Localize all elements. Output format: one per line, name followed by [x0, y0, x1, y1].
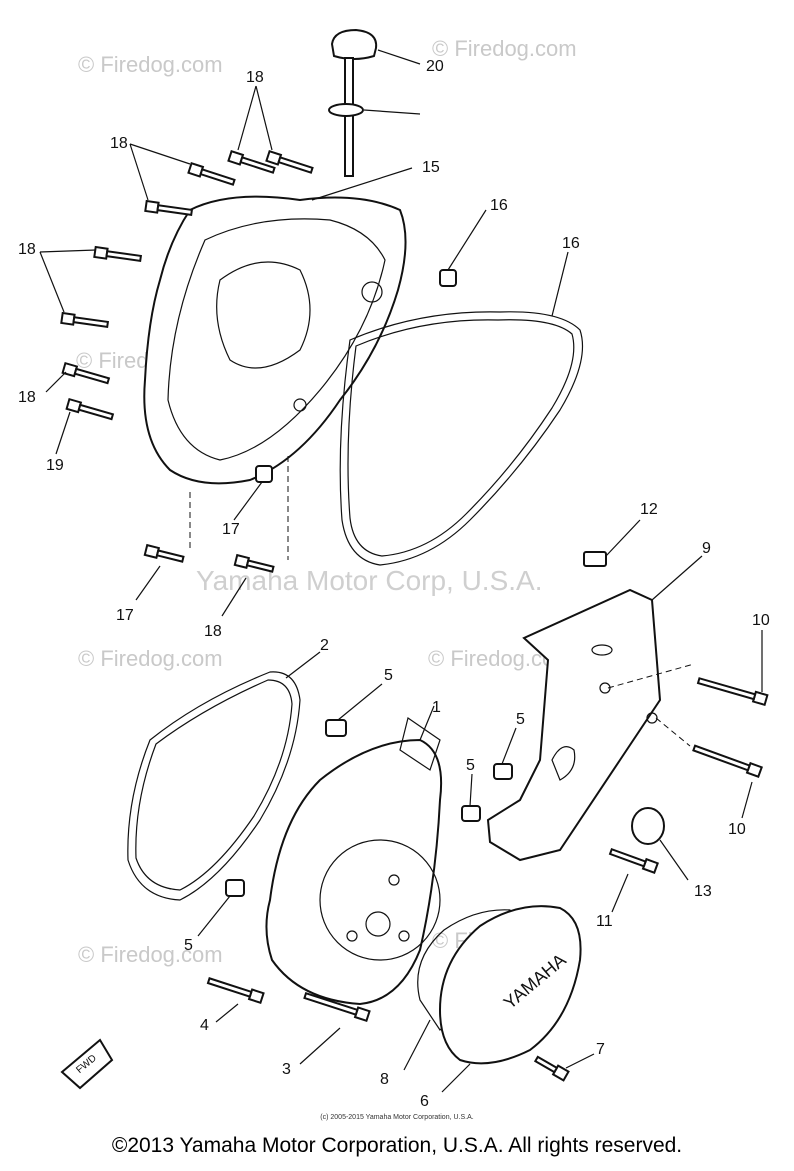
footer-copyright: ©2013 Yamaha Motor Corporation, U.S.A. A… — [111, 1134, 683, 1157]
label-9: 9 — [702, 540, 711, 557]
label-3: 3 — [282, 1061, 291, 1078]
watermark-site: © Firedog.com — [78, 52, 223, 77]
part-1-generator-cover — [265, 705, 443, 1006]
part-5-dowels — [197, 683, 517, 937]
label-7: 8 — [380, 1071, 389, 1088]
label-16b: 17 — [222, 521, 240, 538]
part-2-gasket — [127, 651, 321, 901]
part-9-bracket — [486, 519, 703, 862]
label-5d: 5 — [184, 937, 193, 954]
label-16a: 16 — [490, 197, 508, 214]
part-18-bolts — [39, 85, 314, 455]
label-8: 7 — [596, 1041, 605, 1058]
label-1: 1 — [432, 699, 441, 716]
label-14: 15 — [422, 159, 440, 176]
part-11-bolt — [608, 847, 659, 913]
part-4-bolt — [206, 977, 265, 1023]
part-6-outer-cover: YAMAHA — [438, 905, 582, 1093]
label-18a: 18 — [246, 69, 264, 86]
label-18c: 18 — [18, 241, 36, 258]
label-4: 4 — [200, 1017, 209, 1034]
part-19-oil-cap — [330, 28, 421, 177]
watermarks: © Firedog.com © Firedog.com © Firedog.co… — [76, 36, 577, 967]
label-5c: 5 — [466, 757, 475, 774]
label-18d: 18 — [18, 389, 36, 406]
watermark-site: © Firedog.com — [78, 942, 223, 967]
label-6: 6 — [420, 1093, 429, 1110]
label-10b: 10 — [728, 821, 746, 838]
part-8-bolt — [533, 1053, 595, 1082]
part-13-plug — [631, 807, 689, 881]
label-5b: 5 — [516, 711, 525, 728]
label-15: 16 — [562, 235, 580, 252]
part-3-bolt — [299, 991, 371, 1065]
watermark-corp: Yamaha Motor Corp, U.S.A. — [196, 565, 543, 596]
fwd-arrow-icon: FWD — [60, 1038, 114, 1090]
part-16-dowels — [233, 209, 487, 521]
label-11: 11 — [596, 913, 613, 930]
label-13: 13 — [694, 883, 712, 900]
label-17a: 17 — [116, 607, 134, 624]
part-20-o-ring — [328, 103, 421, 117]
watermark-site: © Firedog.com — [432, 36, 577, 61]
part-10-bolts — [607, 630, 769, 819]
label-10a: 10 — [752, 612, 770, 629]
callout-labels: 20 18 18 18 18 19 15 16 16 17 17 18 12 9… — [18, 58, 770, 1110]
part-17-bolts — [135, 456, 289, 617]
label-5a: 5 — [384, 667, 393, 684]
label-12: 12 — [640, 501, 658, 518]
watermark-site: © Firedog.com — [78, 646, 223, 671]
label-17b: 18 — [204, 623, 222, 640]
label-19: 20 — [426, 58, 444, 75]
small-copyright: (c) 2005-2015 Yamaha Motor Corporation, … — [320, 1114, 474, 1121]
label-18e: 19 — [46, 457, 64, 474]
label-2: 2 — [320, 637, 329, 654]
part-14-crankcase-cover — [143, 167, 413, 485]
label-18b: 18 — [110, 135, 128, 152]
part-15-gasket — [339, 251, 584, 566]
